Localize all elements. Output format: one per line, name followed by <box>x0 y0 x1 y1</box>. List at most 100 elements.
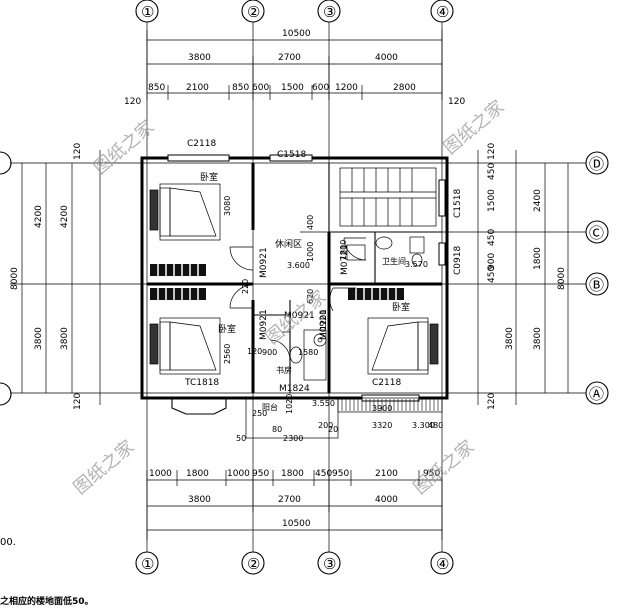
dim-top-d3: 600 <box>252 83 269 93</box>
footnote-left: 00. <box>0 537 16 548</box>
bottom-dimensions: 1000 1800 1000 950 1800 450 950 2100 950… <box>146 469 443 540</box>
dim-bot-d0: 1000 <box>149 469 172 479</box>
dim-3080: 3080 <box>223 196 232 216</box>
dim-top-d5: 600 <box>312 83 329 93</box>
top-dimensions: 10500 3800 2700 4000 850 2100 850 600 15… <box>124 29 465 107</box>
dim-left-120-bot: 120 <box>73 393 83 410</box>
level-3550: 3.550 <box>312 399 335 408</box>
levels: 3.600 3.570 3.550 3.300 <box>287 260 435 430</box>
dim-120: 120 <box>247 347 262 356</box>
footnote-bottom: 之相应的楼地面低50。 <box>0 595 94 607</box>
dim-2300: 2300 <box>283 434 303 443</box>
dim-bot-4000: 4000 <box>375 495 398 505</box>
level-3300: 3.300 <box>412 421 435 430</box>
level-3600: 3.600 <box>287 261 310 270</box>
dim-left-b-4200: 4200 <box>60 205 70 228</box>
axis-3-bottom: ③ <box>323 555 336 573</box>
dim-bot-total: 10500 <box>282 519 311 529</box>
dim-right-d2: 1500 <box>487 189 497 212</box>
dim-top-d4: 1500 <box>281 83 304 93</box>
watermark-4: 图纸之家 <box>70 436 139 498</box>
label-m0921-a: M0921 <box>259 247 269 278</box>
dim-1200: 1200 <box>319 310 328 330</box>
door-swings <box>229 237 367 361</box>
study-desk <box>289 329 327 381</box>
small-dims: 3080 2560 1580 900 1800 400 3320 480 230… <box>223 196 443 443</box>
dim-bot-d8: 950 <box>423 469 440 479</box>
axis-B: Ⓑ <box>589 276 604 294</box>
axis-2-bottom: ② <box>247 555 260 573</box>
dim-bot-d2: 1000 <box>227 469 250 479</box>
room-balcony: 阳台 <box>262 402 278 412</box>
dim-2560: 2560 <box>223 344 232 364</box>
label-tc1818: TC1818 <box>184 378 219 388</box>
dim-bot-d5: 450 <box>315 469 332 479</box>
dim-400: 400 <box>306 215 315 230</box>
axis-2-top: ② <box>247 3 260 21</box>
dim-250: 250 <box>252 409 267 418</box>
dim-bot-d7: 2100 <box>375 469 398 479</box>
label-c1518-top: C1518 <box>277 150 306 160</box>
dim-480: 480 <box>428 421 443 430</box>
dim-right-2400: 2400 <box>533 189 543 212</box>
room-bedroom-sw: 卧室 <box>218 323 236 335</box>
dim-top-2700: 2700 <box>278 53 301 63</box>
label-c0918: C0918 <box>453 246 463 275</box>
dim-1000: 1000 <box>306 242 315 262</box>
dim-left-a-3800: 3800 <box>34 327 44 350</box>
axis-4-top: ④ <box>436 3 449 21</box>
dim-top-120-left: 120 <box>124 97 141 107</box>
bay-window <box>171 398 227 415</box>
axis-C: Ⓒ <box>589 224 604 242</box>
dim-top-d2: 850 <box>232 83 249 93</box>
bed-se <box>367 317 439 375</box>
left-dimensions: 8000 4200 3800 4200 3800 120 120 <box>10 143 101 410</box>
dim-620: 620 <box>306 289 315 304</box>
dim-bot-d4: 1800 <box>281 469 304 479</box>
opening-labels: C2118 C1518 C1518 C0918 TC1818 C2118 M09… <box>184 139 463 394</box>
dim-50: 50 <box>236 434 246 443</box>
axis-D: Ⓓ <box>589 155 604 173</box>
dim-bot-d1: 1800 <box>186 469 209 479</box>
dim-left-b-3800: 3800 <box>60 327 70 350</box>
label-m0921-b: M0921 <box>259 309 269 340</box>
dim-top-3800: 3800 <box>188 53 211 63</box>
dim-200: 200 <box>318 421 333 430</box>
dim-right-d3: 450 <box>487 229 497 246</box>
dim-1020: 1020 <box>285 394 294 414</box>
dim-left-a-4200: 4200 <box>34 205 44 228</box>
axis-1-bottom: ① <box>141 555 154 573</box>
dim-1580: 1580 <box>298 348 318 357</box>
dim-right-3800-b: 3800 <box>533 327 543 350</box>
axis-3-top: ③ <box>323 3 336 21</box>
dim-left-8000: 8000 <box>10 267 20 290</box>
dim-right-3800-a: 3800 <box>505 327 515 350</box>
label-c2118-bot: C2118 <box>372 378 401 388</box>
label-c1518-right: C1518 <box>453 189 463 218</box>
label-m0921-c: M0921 <box>319 309 329 340</box>
room-bedroom-se: 卧室 <box>392 301 410 313</box>
dim-bot-d6: 950 <box>332 469 349 479</box>
dim-top-total: 10500 <box>282 29 311 39</box>
dim-900: 900 <box>262 348 277 357</box>
dim-bot-2700: 2700 <box>278 495 301 505</box>
wardrobes <box>150 264 404 300</box>
dim-top-d6: 1200 <box>335 83 358 93</box>
bed-nw <box>149 183 221 241</box>
dim-top-d1: 2100 <box>186 83 209 93</box>
dim-right-d5: 450 <box>487 266 497 283</box>
label-m1824: M1824 <box>279 384 310 394</box>
dim-bot-d3: 950 <box>252 469 269 479</box>
dim-bot-3800: 3800 <box>188 495 211 505</box>
watermark-5: 图纸之家 <box>410 436 479 498</box>
dim-top-d0: 850 <box>148 83 165 93</box>
dim-right-d1: 450 <box>487 163 497 180</box>
dim-3320: 3320 <box>372 421 392 430</box>
room-study: 书房 <box>276 365 292 375</box>
dim-right-120: 120 <box>487 393 497 410</box>
dim-3900: 3900 <box>372 404 392 413</box>
axis-1-top: ① <box>141 3 154 21</box>
staircase <box>339 167 437 227</box>
dim-220: 220 <box>241 279 250 294</box>
dim-left-120-top: 120 <box>73 143 83 160</box>
